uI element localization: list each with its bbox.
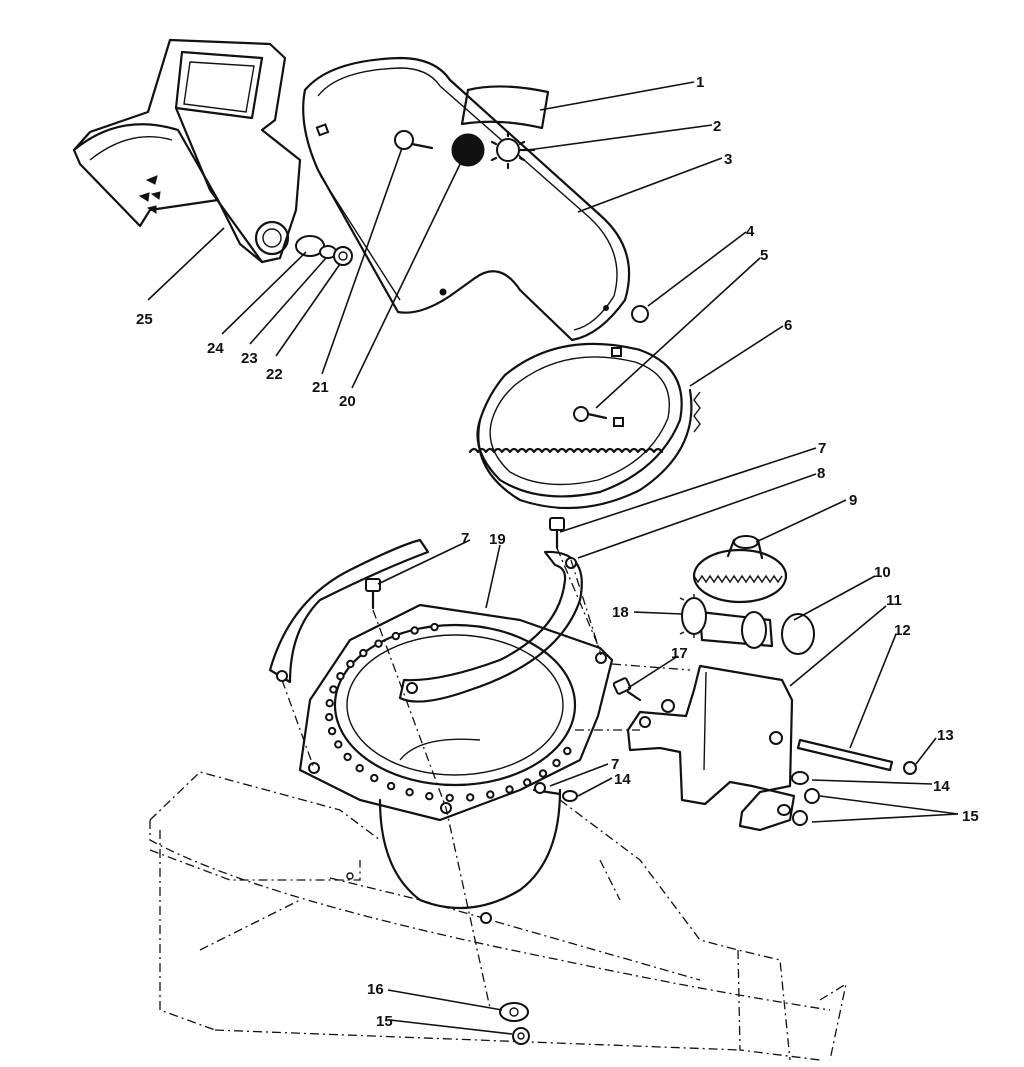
part-15-nuts-right (777, 788, 820, 826)
flange-rivet-hole (346, 659, 355, 669)
flange-rivet-hole (355, 764, 364, 773)
callout-21: 21 (312, 379, 329, 396)
part-8-strap (398, 550, 583, 703)
flange-rivet-hole (325, 699, 334, 708)
part-10-gear-shaft (698, 610, 815, 655)
part-19-strap (268, 538, 430, 684)
callout-7-upper: 7 (818, 440, 826, 457)
flange-rivet-hole (466, 793, 475, 802)
part-17-bolt (612, 677, 675, 713)
part-16-washer-bottom (499, 1002, 529, 1022)
chute-throat (378, 738, 562, 910)
callout-18: 18 (612, 604, 629, 621)
callout-25: 25 (136, 311, 153, 328)
flange-rivet-hole (430, 622, 439, 632)
callout-6: 6 (784, 317, 792, 334)
part-1-label (460, 85, 550, 130)
callout-14-right: 14 (933, 778, 950, 795)
flange-rivet-hole (563, 746, 572, 756)
part-15-nut-bottom (512, 1027, 530, 1045)
flange-rivet-hole (505, 785, 514, 794)
part-9-gear (692, 535, 788, 604)
part-22-locknut (333, 246, 353, 266)
flange-rivet-hole (334, 740, 343, 749)
callout-12: 12 (894, 622, 911, 639)
part-5-bolt (573, 406, 608, 422)
callout-19: 19 (489, 531, 506, 548)
callout-7-lower: 7 (611, 756, 619, 773)
callout-24: 24 (207, 340, 224, 357)
part-6-gear-ring (468, 342, 701, 510)
callout-10: 10 (874, 564, 891, 581)
callout-9: 9 (849, 492, 857, 509)
flange-rivet-hole (386, 781, 396, 791)
callout-22: 22 (266, 366, 283, 383)
flange-rivets (325, 622, 572, 803)
callout-2: 2 (713, 118, 721, 135)
callout-7-left: 7 (461, 530, 469, 547)
callout-14-lower: 14 (614, 771, 631, 788)
part-2-sprocket (490, 130, 536, 170)
callout-4: 4 (746, 223, 755, 240)
flange-rivet-hole (410, 626, 419, 635)
callout-11: 11 (886, 592, 902, 609)
flange-rivet-hole (325, 713, 334, 722)
callout-13: 13 (937, 727, 954, 744)
snowthrower-housing (149, 771, 847, 1061)
flange-rivet-hole (552, 758, 561, 768)
flange-rivet-hole (374, 639, 383, 648)
callout-5: 5 (760, 247, 768, 264)
leader-lines (147, 81, 959, 1035)
callout-16: 16 (367, 981, 384, 998)
flange-rivet-hole (523, 778, 532, 787)
flange-rivet-hole (538, 769, 548, 778)
flange-rivet-hole (405, 788, 414, 797)
callout-17: 17 (671, 645, 688, 662)
assembly-centerlines (281, 547, 691, 1009)
callout-15-bottom: 15 (376, 1013, 393, 1030)
part-4-nut (603, 305, 649, 323)
flange-rivet-hole (486, 790, 495, 799)
flange-rivet-hole (359, 648, 368, 658)
part-12-shaft (796, 738, 894, 772)
part-11-bracket (626, 664, 796, 832)
callout-23: 23 (241, 350, 258, 367)
flange-rivet-hole (329, 685, 338, 694)
callout-15-right: 15 (962, 808, 979, 825)
flange-rivet-hole (336, 672, 345, 681)
flange-rivet-hole (343, 752, 352, 762)
flange-rivet-hole (327, 726, 337, 736)
part-7-bolt-upper (549, 517, 565, 550)
flange-rivet-hole (370, 773, 379, 783)
flange-rivet-hole (425, 792, 434, 801)
callout-1: 1 (696, 74, 704, 91)
part-13-cap (903, 761, 917, 775)
part-18-pinion (679, 594, 707, 638)
part-21-bolt (394, 130, 434, 150)
part-7-bolt-lower (532, 782, 562, 796)
part-7-bolt-left (365, 578, 381, 610)
callout-20: 20 (339, 393, 356, 410)
part-20-cushion (451, 133, 485, 167)
part-25-chute-deflector (72, 38, 302, 264)
part-14-washer-right (791, 771, 809, 785)
chute-base-flange (298, 603, 614, 822)
flange-rivet-hole (445, 793, 454, 803)
flange-rivet-hole (391, 631, 400, 641)
callout-3: 3 (724, 151, 732, 168)
callout-labels: 1 2 3 4 5 6 7 8 9 10 11 12 13 14 15 7 19… (136, 74, 979, 1030)
callout-8: 8 (817, 465, 825, 482)
part-14-washer-lower (562, 790, 578, 802)
